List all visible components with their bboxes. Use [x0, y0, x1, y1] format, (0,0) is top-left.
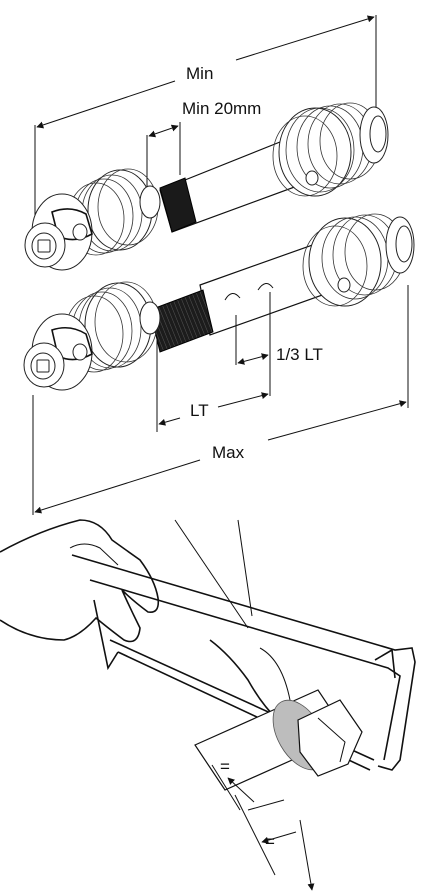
lt-dimension-line-right: [217, 392, 269, 408]
lever-detail: [259, 647, 291, 701]
eq-top-dimension-arrow: [227, 777, 255, 803]
lever-outline: [209, 639, 279, 721]
third-lt-dimension-line: [237, 353, 269, 365]
min-dimension-line-left: [36, 80, 176, 129]
top-left-guard: [67, 168, 161, 256]
bottom-yoke: [23, 313, 93, 391]
bottom-shaft: [23, 213, 415, 515]
label-max: Max: [212, 443, 245, 462]
cut-tube-end-cap: [297, 699, 363, 777]
min20-dimension-line: [148, 124, 179, 138]
label-equal-top: =: [220, 757, 230, 776]
hand-outline: [0, 519, 160, 643]
lt-dimension-line-left: [158, 417, 181, 426]
top-dark-profile: [159, 177, 197, 233]
hacksaw-frame: [71, 554, 416, 771]
cut-tube-detail: [194, 689, 363, 891]
bottom-dark-profile: [149, 289, 214, 353]
lever-line-2: [237, 519, 253, 617]
eq-bottom-dimension-line: [261, 831, 297, 844]
label-equal-bottom: =: [265, 832, 275, 851]
label-min-20mm: Min 20mm: [182, 99, 261, 118]
eq-top-dimension-line: [247, 799, 285, 811]
hacksaw-front-post: [93, 599, 119, 671]
top-right-guard: [272, 102, 389, 197]
max-dimension-line-right: [267, 400, 407, 441]
max-dimension-line-left: [34, 459, 201, 514]
min-dimension-line-right: [235, 15, 375, 61]
bottom-tube-detail-2: [257, 283, 274, 291]
top-yoke: [24, 193, 93, 271]
eq-top-extension-line: [211, 764, 241, 811]
label-lt: LT: [190, 401, 209, 420]
label-third-lt: 1/3 LT: [276, 345, 323, 364]
cut-tube-end-detail: [317, 717, 346, 763]
lever-line-1: [174, 519, 249, 629]
top-shaft: [24, 15, 389, 271]
label-min: Min: [186, 64, 213, 83]
thumb-outline: [69, 543, 119, 566]
eq-bottom-arrow: [299, 819, 315, 891]
bottom-right-guard: [302, 213, 415, 307]
hacksaw-handle-joint: [374, 648, 396, 679]
eq-bottom-extension-line: [234, 794, 276, 876]
hacksaw-illustration: [0, 519, 416, 771]
bottom-tube-detail: [224, 293, 241, 301]
